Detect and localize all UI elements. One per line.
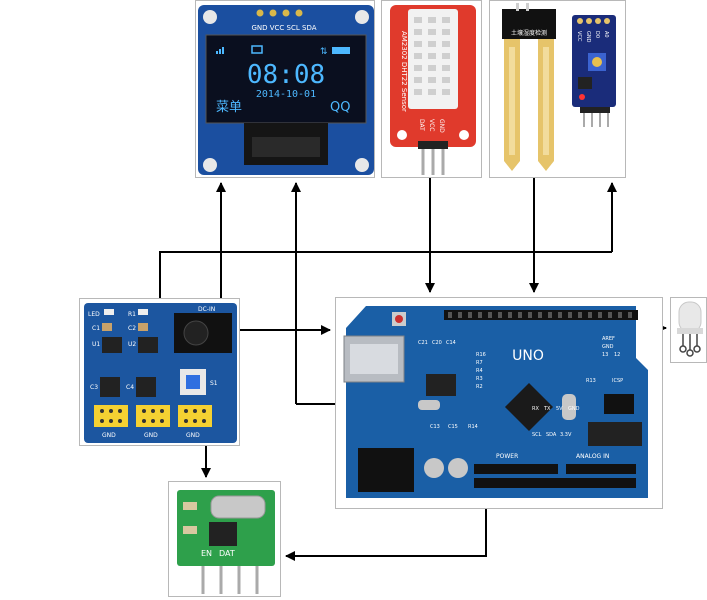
uno-label-c20: C20 <box>432 340 442 346</box>
uno-label-r13: R13 <box>586 378 596 384</box>
power-label-led: LED <box>88 311 100 318</box>
usb-chip <box>426 374 456 396</box>
power-board-graphic: LED R1 C1 C2 U1 U2 C3 C4 S1 DC-IN <box>84 303 237 443</box>
transfer-icon: ⇅ <box>320 47 328 57</box>
rf-crystal <box>210 495 266 519</box>
soil-probe-label: 土壤湿度检测 <box>511 29 547 37</box>
power-label-s1: S1 <box>210 380 218 387</box>
crystal <box>418 400 440 410</box>
uno-bottom-33v: 3.3V <box>560 432 572 438</box>
uno-dc-jack <box>358 448 414 492</box>
uno-label-c13: C13 <box>430 424 440 430</box>
oled-pin-labels: GND VCC SCL SDA <box>251 24 316 32</box>
dht-pin-dat: DAT <box>418 119 425 131</box>
power-gnd-1: GND <box>102 432 116 439</box>
uno-crystal-2 <box>562 394 576 420</box>
soil-pin-gnd: GND <box>585 31 591 43</box>
rf-module-graphic: EN DAT <box>177 490 275 594</box>
soil-pin-a0: A0 <box>603 31 609 38</box>
power-bus-line <box>159 251 612 298</box>
uno-bottom-scl: SCL <box>532 432 542 438</box>
power-label-c3: C3 <box>90 384 98 391</box>
uno-label-13: 13 <box>602 352 608 358</box>
uno-label-r16: R16 <box>476 352 486 358</box>
analog-header-block <box>588 422 642 446</box>
dht-model-text: AM2302 DHT22 Sensor <box>400 31 408 112</box>
battery-icon <box>332 47 350 54</box>
uno-label-r2: R2 <box>476 384 483 390</box>
uno-label-r14: R14 <box>468 424 478 430</box>
uno-bottom-gnd: GND <box>568 406 580 412</box>
soil-pin-vcc: VCC <box>576 31 582 42</box>
oled-board-graphic: GND VCC SCL SDA ⇅ 08:08 2014-10-01 菜单 QQ <box>198 5 374 175</box>
oled-display-module: GND VCC SCL SDA ⇅ 08:08 2014-10-01 菜单 QQ <box>195 0 375 178</box>
uno-power-label: POWER <box>496 453 518 460</box>
uno-to-rf-arrow <box>285 509 487 561</box>
arduino-uno-board: C21 C20 C14 R16 R7 R4 R3 R2 ICSP R13 ARE… <box>335 297 663 509</box>
icsp-header <box>604 394 634 414</box>
message-icon <box>251 45 263 54</box>
oled-time: 08:08 <box>247 60 325 90</box>
uno-bottom-5v: 5V <box>556 406 563 412</box>
power-label-dcin: DC-IN <box>198 306 215 313</box>
uno-label-c15: C15 <box>448 424 458 430</box>
oled-menu-label: 菜单 <box>216 100 242 115</box>
rgb-led-component <box>670 297 707 363</box>
uno-bottom-sda: SDA <box>546 432 557 438</box>
arduino-uno-graphic: C21 C20 C14 R16 R7 R4 R3 R2 ICSP R13 ARE… <box>343 306 648 498</box>
dht22-sensor-module: AM2302 DHT22 Sensor DAT VCC GND <box>381 0 482 178</box>
uno-brand: UNO <box>512 348 544 364</box>
soil-moisture-sensor-module: 土壤湿度检测 VCC GND D0 A0 <box>489 0 626 178</box>
led-graphic <box>677 301 703 357</box>
oled-date: 2014-10-01 <box>256 89 316 100</box>
microcontroller <box>504 382 554 432</box>
power-label-c1: C1 <box>92 325 100 332</box>
uno-label-12: 12 <box>614 352 620 358</box>
power-label-u1: U1 <box>92 341 100 348</box>
power-supply-module: LED R1 C1 C2 U1 U2 C3 C4 S1 DC-IN <box>79 298 240 446</box>
dht-pin-vcc: VCC <box>428 119 435 131</box>
uno-bottom-rx: RX <box>532 406 539 412</box>
soil-pin-d0: D0 <box>594 31 600 38</box>
power-label-c4: C4 <box>126 384 134 391</box>
uno-label-gnd: GND <box>602 344 614 350</box>
power-label-u2: U2 <box>128 341 136 348</box>
uno-label-c21: C21 <box>418 340 428 346</box>
dht22-graphic: AM2302 DHT22 Sensor DAT VCC GND <box>390 5 476 175</box>
rf-pin-dat: DAT <box>219 549 235 558</box>
uno-label-r4: R4 <box>476 368 483 374</box>
uno-label-r7: R7 <box>476 360 483 366</box>
uno-analog-label: ANALOG IN <box>576 453 609 460</box>
signal-icon <box>216 47 224 54</box>
power-header <box>474 464 558 474</box>
power-label-r1: R1 <box>128 311 136 318</box>
oled-qq-label: QQ <box>330 100 350 115</box>
power-label-c2: C2 <box>128 325 136 332</box>
uno-bottom-tx: TX <box>543 406 551 412</box>
uno-label-r3: R3 <box>476 376 483 382</box>
power-gnd-2: GND <box>144 432 158 439</box>
uno-label-aref: AREF <box>602 336 615 342</box>
analog-header <box>566 464 636 474</box>
power-gnd-3: GND <box>186 432 200 439</box>
rf-chip <box>209 522 237 546</box>
rf-pin-en: EN <box>201 549 212 558</box>
uno-label-c14: C14 <box>446 340 456 346</box>
dht-pin-gnd: GND <box>438 119 445 133</box>
rf-transmitter-module: EN DAT <box>168 481 281 597</box>
uno-label-icsp: ICSP <box>612 378 623 384</box>
soil-sensor-graphic: 土壤湿度检测 VCC GND D0 A0 <box>502 3 616 171</box>
